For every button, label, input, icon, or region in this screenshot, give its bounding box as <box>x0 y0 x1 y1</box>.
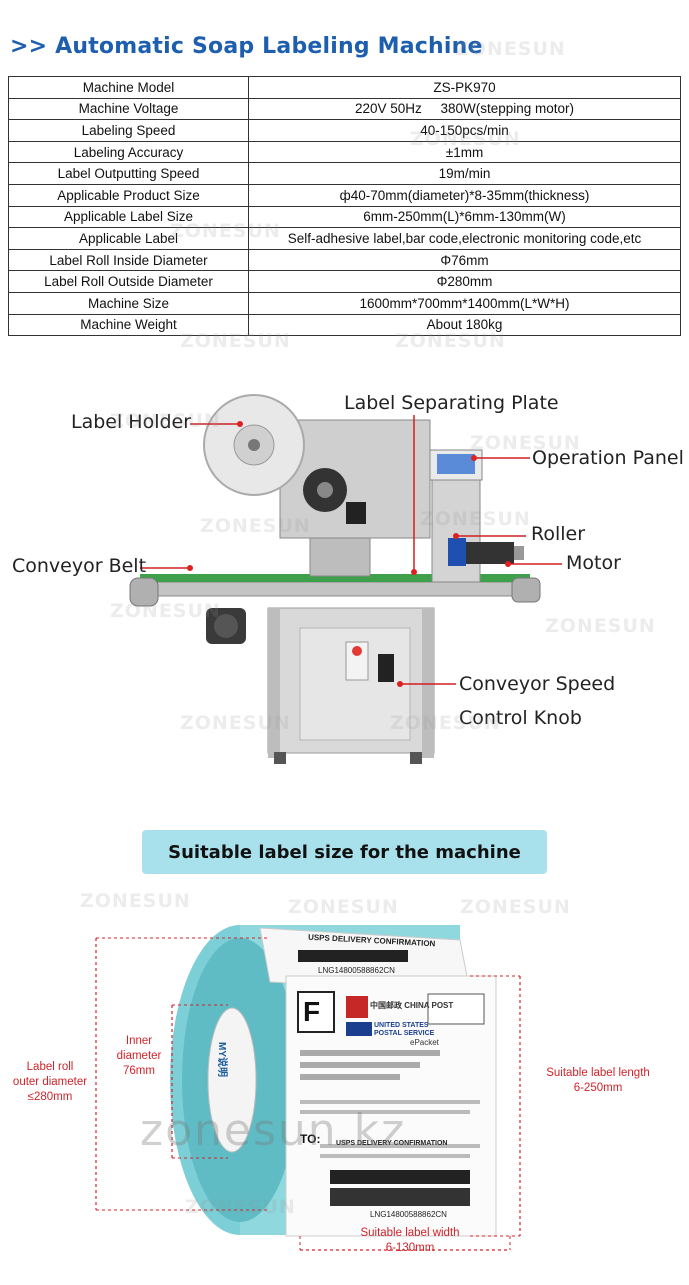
watermark: ZONESUN <box>180 330 291 352</box>
spec-key: Labeling Speed <box>8 119 249 142</box>
spec-key: Applicable Product Size <box>8 183 249 207</box>
spec-key: Label Roll Inside Diameter <box>8 248 249 272</box>
watermark: ZONESUN <box>455 38 566 60</box>
watermark: ZONESUN <box>460 896 571 918</box>
pointer-dot <box>237 421 243 427</box>
motor-label: Motor <box>566 552 621 574</box>
spec-key: Applicable Label <box>8 227 249 250</box>
spec-value: Φ76mm <box>248 248 681 272</box>
watermark: ZONESUN <box>420 508 531 530</box>
pointer-dot <box>187 565 193 571</box>
usps-bottom-text: USPS DELIVERY CONFIRMATION <box>336 1140 448 1147</box>
spec-key: Label Outputting Speed <box>8 162 249 185</box>
page-title: >> Automatic Soap Labeling Machine <box>10 34 483 59</box>
roller-label: Roller <box>531 523 586 545</box>
watermark: ZONESUN <box>185 1196 296 1218</box>
label-length-label: Suitable label length 6-250mm <box>546 1067 650 1094</box>
watermark: ZONESUN <box>470 432 581 454</box>
spec-value: Φ280mm <box>248 270 681 293</box>
spec-key: Machine Weight <box>8 313 249 337</box>
watermark: ZONESUN <box>170 220 281 242</box>
epacket-text: ePacket <box>410 1038 439 1047</box>
spec-value: 6mm-250mm(L)*6mm-130mm(W) <box>248 205 681 229</box>
spec-value: ZS-PK970 <box>248 76 681 99</box>
pointer-dot <box>471 455 477 461</box>
label-roll-diagram: USPS DELIVERY CONFIRMATION LNG1480058886… <box>0 890 689 1280</box>
spec-value: Self-adhesive label,bar code,electronic … <box>248 227 681 250</box>
watermark: ZONESUN <box>288 896 399 918</box>
watermark: ZONESUN <box>545 615 656 637</box>
spec-value: 220V 50Hz 380W(stepping motor) <box>248 97 681 121</box>
usps-service-text: UNITED STATES POSTAL SERVICE <box>374 1022 435 1037</box>
tracking-bottom: LNG14800588862CN <box>370 1210 447 1219</box>
watermark: ZONESUN <box>410 128 521 150</box>
tracking-top: LNG14800588862CN <box>318 966 395 975</box>
spec-row: Labeling Accuracy±1mm <box>8 140 681 164</box>
spec-value: ф40-70mm(diameter)*8-35mm(thickness) <box>248 183 681 207</box>
operation-panel-label: Operation Panel <box>532 447 684 469</box>
machine-diagram: Label Holder Label Separating Plate Oper… <box>0 360 689 780</box>
letter-f: F <box>303 996 321 1027</box>
conveyor-speed-label: Conveyor Speed <box>459 673 616 695</box>
china-post-text: 中国邮政 CHINA POST <box>370 1001 454 1010</box>
spec-key: Label Roll Outside Diameter <box>8 270 249 293</box>
machine-illustration <box>129 394 562 764</box>
suitable-label-banner: Suitable label size for the machine <box>142 830 547 874</box>
inner-diameter-label: Inner diameter 76mm <box>116 1035 162 1077</box>
label-width-label: Suitable label width 6-130mm <box>360 1227 460 1254</box>
spec-value: 40-150pcs/min <box>248 119 681 142</box>
spec-value: 1600mm*700mm*1400mm(L*W*H) <box>248 291 681 315</box>
watermark: ZONESUN <box>200 515 311 537</box>
spec-key: Machine Model <box>8 76 249 99</box>
pointer-dot <box>505 561 511 567</box>
spec-key: Machine Voltage <box>8 97 249 121</box>
watermark: ZONESUN <box>390 712 501 734</box>
footer-watermark: zonesun.kz <box>140 1105 407 1156</box>
spec-value: About 180kg <box>248 313 681 337</box>
watermark: ZONESUN <box>395 330 506 352</box>
spec-value: ±1mm <box>248 140 681 164</box>
to-text: TO: <box>300 1132 321 1146</box>
spec-key: Labeling Accuracy <box>8 140 249 164</box>
pointer-dot <box>453 533 459 539</box>
watermark: ZONESUN <box>110 600 221 622</box>
roll-brand-text: MY说明 <box>216 1042 227 1077</box>
label-holder-label: Label Holder <box>71 411 192 433</box>
conveyor-belt-label: Conveyor Belt <box>12 555 147 577</box>
pointer-dot <box>397 681 403 687</box>
watermark: ZONESUN <box>80 890 191 912</box>
control-knob-label: Control Knob <box>459 707 582 729</box>
spec-value: 19m/min <box>248 162 681 185</box>
outer-diameter-label: Label roll outer diameter ≤280mm <box>12 1061 88 1103</box>
watermark: ZONESUN <box>180 712 291 734</box>
spec-key: Applicable Label Size <box>8 205 249 229</box>
label-separating-plate-label: Label Separating Plate <box>344 392 559 414</box>
label-roll-illustration <box>95 925 521 1251</box>
pointer-dot <box>411 569 417 575</box>
watermark: ZONESUN <box>110 410 221 432</box>
spec-key: Machine Size <box>8 291 249 315</box>
